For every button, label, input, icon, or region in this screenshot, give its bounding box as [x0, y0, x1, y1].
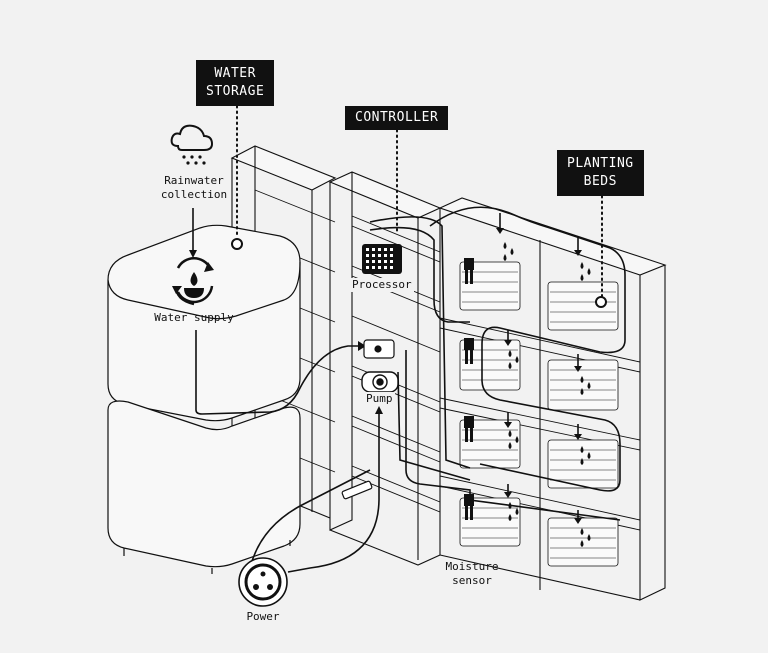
moisture-line2: sensor [452, 574, 492, 587]
water-storage-line2: STORAGE [206, 84, 265, 99]
water-tanks [107, 224, 301, 574]
water-storage-callout: WATER STORAGE [196, 60, 275, 106]
planting-beds-marker [595, 296, 607, 308]
valve-icon [363, 339, 395, 359]
planting-baskets [459, 261, 619, 567]
rainwater-line1: Rainwater [164, 174, 224, 187]
processor-label: Processor [350, 278, 414, 292]
rainwater-label: Rainwater collection [148, 174, 240, 202]
moisture-line1: Moisture [445, 560, 499, 573]
pump-icon [361, 371, 399, 393]
water-drop-icon [503, 242, 591, 547]
pump-label: Pump [364, 392, 395, 406]
planting-beds-callout: PLANTING BEDS [557, 150, 644, 196]
rainwater-line2: collection [160, 188, 228, 201]
water-storage-line1: WATER [214, 66, 256, 81]
water-supply-label: Water supply [154, 311, 234, 324]
planting-beds-line1: PLANTING [567, 156, 634, 171]
planting-beds-line2: BEDS [583, 174, 617, 189]
flow-arrows [189, 228, 582, 524]
power-socket-icon [238, 557, 288, 607]
controller-callout: CONTROLLER [345, 106, 449, 130]
water-storage-marker [231, 238, 243, 250]
wiring [192, 206, 626, 573]
processor-board-icon [362, 244, 402, 274]
rain-cloud-icon [170, 124, 214, 151]
moisture-sensor-label: Moisture sensor [440, 560, 504, 588]
power-label: Power [246, 610, 280, 623]
moisture-sensor-icon [464, 258, 474, 520]
lower-tank [107, 400, 301, 568]
